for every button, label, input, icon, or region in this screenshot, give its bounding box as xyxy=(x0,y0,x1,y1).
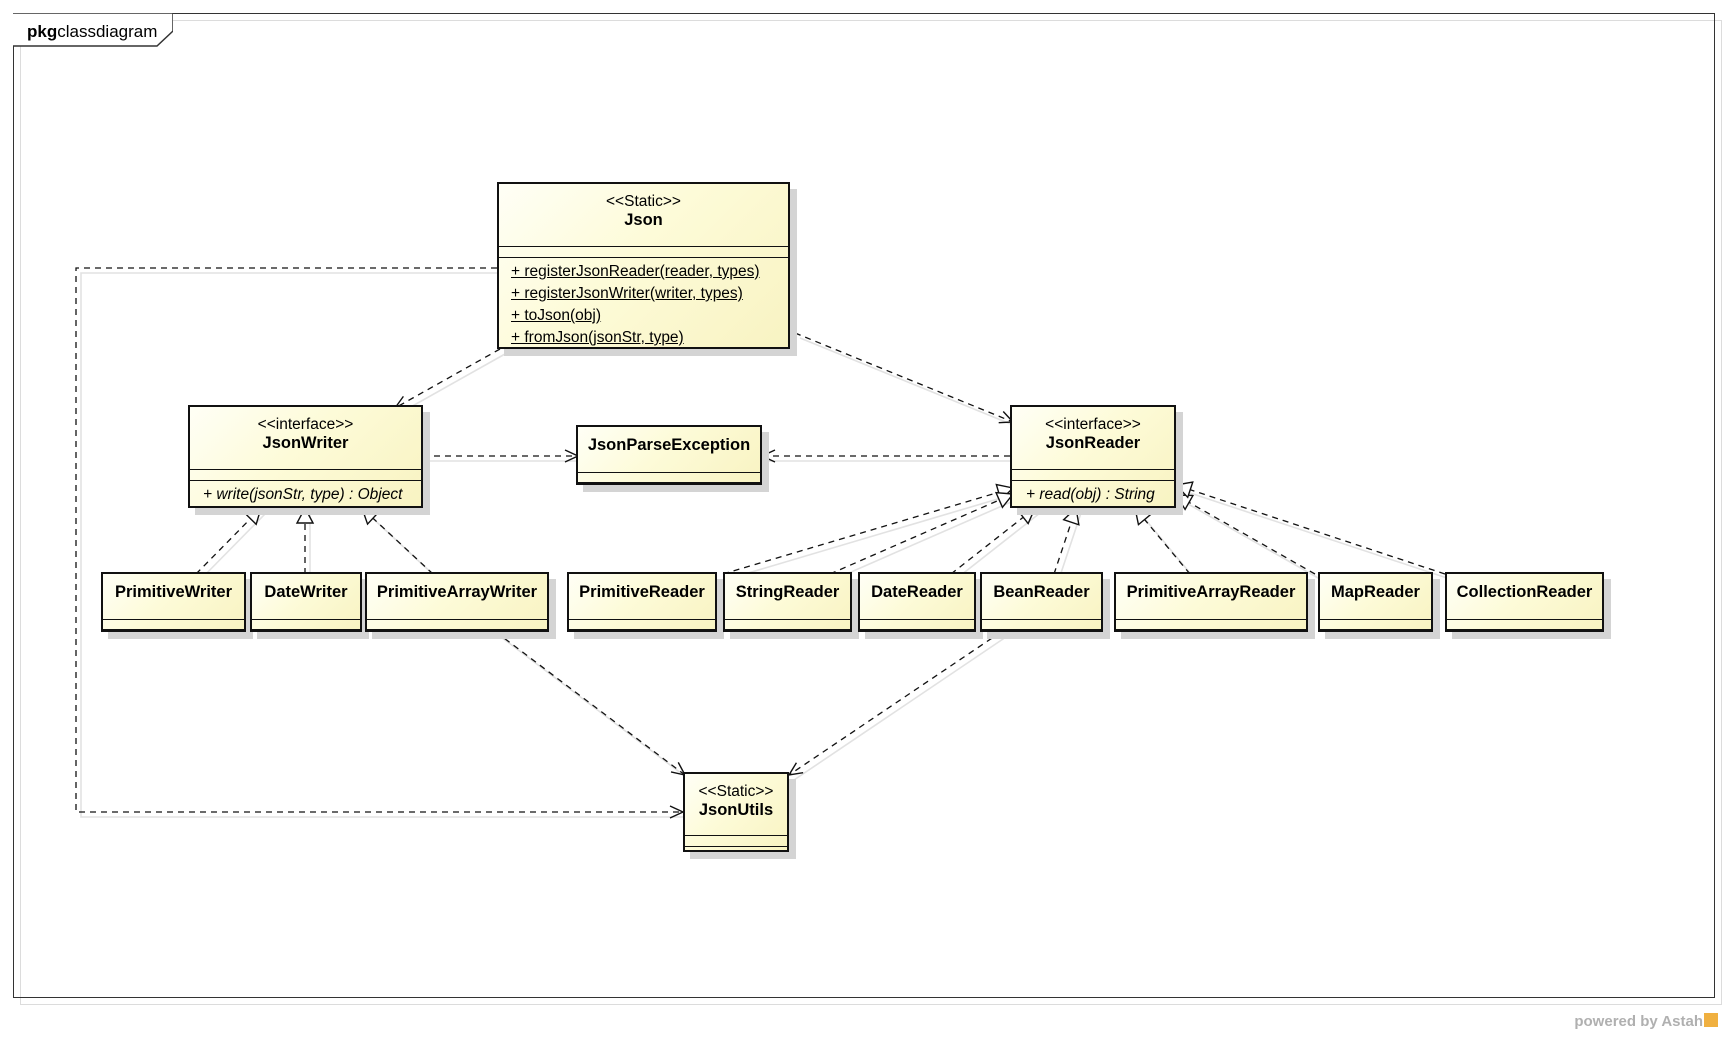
class-name: JsonWriter xyxy=(262,434,349,452)
hollow-triangle-arrowhead-icon xyxy=(1134,506,1153,526)
edge-shadow xyxy=(727,492,1019,580)
edge-shadow xyxy=(793,636,1007,781)
edge-shadow xyxy=(500,636,691,781)
edge-shadow xyxy=(799,337,1019,428)
realization-edge-datereader-jsonreader xyxy=(950,507,1036,575)
class-name: PrimitiveArrayWriter xyxy=(376,583,538,601)
operation-register-json-writer: + registerJsonWriter(writer, types) xyxy=(511,285,743,302)
dependency-edge-json-jsonwriter xyxy=(394,348,501,409)
class-name: CollectionReader xyxy=(1456,583,1593,601)
powered-by-astah: powered by Astah xyxy=(1574,1013,1718,1030)
class-name: JsonParseException xyxy=(587,436,751,454)
edge-shadow xyxy=(366,512,439,580)
frame-name: classdiagram xyxy=(57,22,158,41)
dependency-edge-json-jsonreader xyxy=(794,332,1014,423)
class-json-writer[interactable]: <<interface>> JsonWriter + write(jsonStr… xyxy=(188,405,423,508)
class-primitive-array-writer[interactable]: PrimitiveArrayWriter xyxy=(365,572,549,632)
class-json-utils[interactable]: <<Static>> JsonUtils xyxy=(683,772,789,852)
operation-read: + read(obj) : String xyxy=(1026,486,1155,503)
operation-register-json-reader: + registerJsonReader(reader, types) xyxy=(511,263,760,280)
hollow-triangle-arrowhead-icon xyxy=(243,506,263,526)
class-string-reader[interactable]: StringReader xyxy=(723,572,852,632)
open-arrowhead-icon xyxy=(787,762,804,776)
class-date-writer[interactable]: DateWriter xyxy=(250,572,362,632)
dependency-edge-primitivearraywriter-jsonutils xyxy=(495,631,686,776)
hollow-triangle-arrowhead-icon xyxy=(295,506,315,524)
edge-shadow xyxy=(1180,499,1321,580)
class-name: PrimitiveArrayReader xyxy=(1126,583,1296,601)
edge-shadow xyxy=(399,353,506,414)
class-stereotype: <<interface>> xyxy=(257,416,354,433)
class-stereotype: <<Static>> xyxy=(606,193,681,210)
edge-shadow xyxy=(80,272,688,818)
hollow-triangle-arrowhead-icon xyxy=(1174,494,1195,511)
class-collection-reader[interactable]: CollectionReader xyxy=(1445,572,1604,632)
astah-logo-icon xyxy=(1704,1013,1718,1027)
hollow-triangle-arrowhead-icon xyxy=(994,491,1015,509)
edge-shadow xyxy=(955,512,1041,580)
realization-edge-primitivearraywriter-jsonwriter xyxy=(361,507,434,575)
frame-label: pkgclassdiagram xyxy=(27,22,157,42)
realization-edge-mapreader-jsonreader xyxy=(1175,494,1316,575)
class-json-reader[interactable]: <<interface>> JsonReader + read(obj) : S… xyxy=(1010,405,1176,508)
frame-kind: pkg xyxy=(27,22,58,41)
open-arrowhead-icon xyxy=(760,449,776,463)
realization-edge-collectionreader-jsonreader xyxy=(1175,484,1446,575)
hollow-triangle-arrowhead-icon xyxy=(1016,507,1037,525)
operation-from-json: + fromJson(jsonStr, type) xyxy=(511,329,684,346)
class-primitive-writer[interactable]: PrimitiveWriter xyxy=(101,572,246,632)
hollow-triangle-arrowhead-icon xyxy=(1062,506,1080,526)
hollow-triangle-arrowhead-icon xyxy=(1174,481,1194,499)
frame-tab xyxy=(13,13,173,47)
class-stereotype: <<Static>> xyxy=(698,783,774,800)
class-map-reader[interactable]: MapReader xyxy=(1318,572,1433,632)
edge-shadow xyxy=(834,498,1019,580)
edge-shadow xyxy=(1180,489,1451,580)
powered-by-text: powered by Astah xyxy=(1574,1013,1703,1030)
operation-to-json: + toJson(obj) xyxy=(511,307,602,324)
frame-shadow xyxy=(20,20,1722,1005)
class-primitive-array-reader[interactable]: PrimitiveArrayReader xyxy=(1114,572,1308,632)
class-name: StringReader xyxy=(735,583,840,601)
realization-edge-stringreader-jsonreader xyxy=(829,493,1014,575)
class-name: JsonReader xyxy=(1045,434,1141,452)
class-name: PrimitiveWriter xyxy=(114,583,233,601)
dependency-edge-beanreader-jsonutils xyxy=(788,631,1002,776)
class-json[interactable]: <<Static>> Json + registerJsonReader(rea… xyxy=(497,182,790,349)
class-name: DateWriter xyxy=(264,583,348,601)
hollow-triangle-arrowhead-icon xyxy=(360,506,380,526)
class-stereotype: <<interface>> xyxy=(1045,416,1141,433)
package-frame xyxy=(13,13,1715,998)
realization-edge-primitivereader-jsonreader xyxy=(722,487,1014,575)
dependency-edge-json-jsonutils xyxy=(75,267,683,813)
class-primitive-reader[interactable]: PrimitiveReader xyxy=(567,572,717,632)
class-name: MapReader xyxy=(1331,583,1420,601)
operation-write: + write(jsonStr, type) : Object xyxy=(203,486,403,503)
class-date-reader[interactable]: DateReader xyxy=(858,572,976,632)
class-json-parse-exception[interactable]: JsonParseException xyxy=(576,425,762,485)
class-name: DateReader xyxy=(871,583,963,601)
class-bean-reader[interactable]: BeanReader xyxy=(980,572,1103,632)
class-name: BeanReader xyxy=(993,583,1090,601)
class-name: PrimitiveReader xyxy=(579,583,705,601)
class-name: JsonUtils xyxy=(698,801,774,819)
class-name: Json xyxy=(624,211,663,229)
